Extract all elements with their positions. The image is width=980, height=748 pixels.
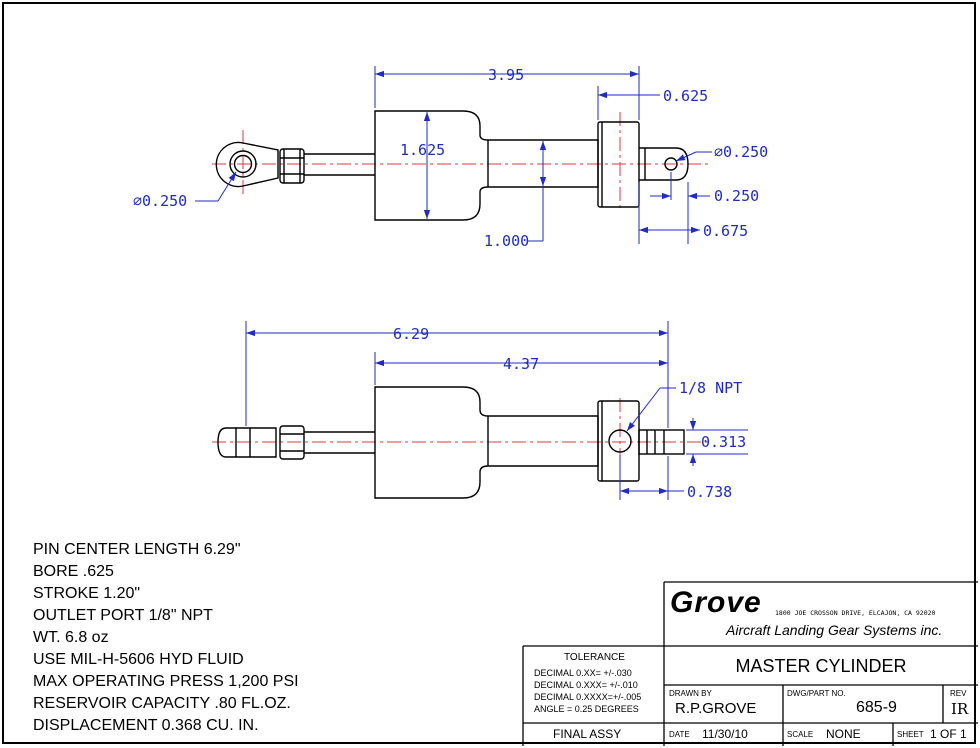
dim-pin-dia-right: ⌀0.250 xyxy=(714,143,768,161)
dwg-part-label: DWG/PART NO. xyxy=(787,689,846,698)
drawn-by-value: R.P.GROVE xyxy=(675,700,757,717)
note-line: MAX OPERATING PRESS 1,200 PSI xyxy=(33,673,299,690)
dim-pin-dia-left: ⌀0.250 xyxy=(133,192,187,210)
top-centerline xyxy=(212,112,712,212)
dim-port-npt: 1/8 NPT xyxy=(679,379,742,397)
note-line: OUTLET PORT 1/8" NPT xyxy=(33,607,213,624)
sheet-label: SHEET xyxy=(897,730,924,739)
note-line: STROKE 1.20" xyxy=(33,585,141,602)
dim-neck-1-000: 1.000 xyxy=(484,232,529,250)
dim-length-0-675: 0.675 xyxy=(703,222,748,240)
company-logo-text: Grove xyxy=(670,586,762,619)
top-part-outline xyxy=(215,110,689,221)
company-address: 1800 JOE CROSSON DRIVE, ELCAJON, CA 9202… xyxy=(775,609,936,617)
side-centerline xyxy=(212,398,712,490)
date-value: 11/30/10 xyxy=(702,727,748,741)
rev-label: REV xyxy=(950,689,967,698)
tolerance-list: DECIMAL 0.XX= +/-.030 DECIMAL 0.XXX= +/-… xyxy=(534,667,641,715)
note-line: PIN CENTER LENGTH 6.29" xyxy=(33,541,241,558)
top-view: 3.95 0.625 1.625 ⌀0.250 ⌀0.250 0.250 0.6… xyxy=(133,66,768,250)
title-block-grid xyxy=(522,581,978,746)
dim-offset-0-250: 0.250 xyxy=(714,187,759,205)
side-dimension-lines xyxy=(245,321,748,500)
dim-body-dia-1-625: 1.625 xyxy=(400,141,445,159)
dim-pin-center-6-29: 6.29 xyxy=(393,325,429,343)
tolerance-heading: TOLERANCE xyxy=(564,652,625,663)
assembly-label: FINAL ASSY xyxy=(553,727,622,741)
top-dimension-lines xyxy=(195,66,712,244)
company-full-name: Aircraft Landing Gear Systems inc. xyxy=(726,622,943,638)
note-line: BORE .625 xyxy=(33,563,114,580)
note-line: WT. 6.8 oz xyxy=(33,629,109,646)
dim-body-4-37: 4.37 xyxy=(503,355,539,373)
side-view: 6.29 4.37 1/8 NPT 0.313 0.738 xyxy=(212,321,748,501)
sheet-value: 1 OF 1 xyxy=(930,727,967,741)
drawing-title: MASTER CYLINDER xyxy=(735,656,907,676)
tolerance-line: DECIMAL 0.XXXX=+/-.005 xyxy=(534,692,642,702)
note-line: USE MIL-H-5606 HYD FLUID xyxy=(33,651,244,668)
tolerance-line: DECIMAL 0.XX= +/-.030 xyxy=(534,668,632,678)
tolerance-line: DECIMAL 0.XXX= +/-.010 xyxy=(534,680,638,690)
dim-overall-3-95: 3.95 xyxy=(488,66,524,84)
tolerance-line: ANGLE = 0.25 DEGREES xyxy=(534,704,639,714)
note-line: RESERVOIR CAPACITY .80 FL.OZ. xyxy=(33,695,291,712)
dim-flange-0-625: 0.625 xyxy=(663,87,708,105)
dim-stub-0-313: 0.313 xyxy=(701,433,746,451)
dim-port-0-738: 0.738 xyxy=(687,483,732,501)
rev-value: IR xyxy=(951,700,969,718)
general-notes: PIN CENTER LENGTH 6.29" BORE .625 STROKE… xyxy=(33,539,299,737)
date-label: DATE xyxy=(669,730,690,739)
scale-value: NONE xyxy=(826,727,861,741)
drawn-by-label: DRAWN BY xyxy=(669,689,712,698)
scale-label: SCALE xyxy=(787,730,814,739)
side-part-outline xyxy=(217,386,685,499)
note-line: DISPLACEMENT 0.368 CU. IN. xyxy=(33,717,259,734)
dwg-part-number: 685-9 xyxy=(856,699,897,716)
